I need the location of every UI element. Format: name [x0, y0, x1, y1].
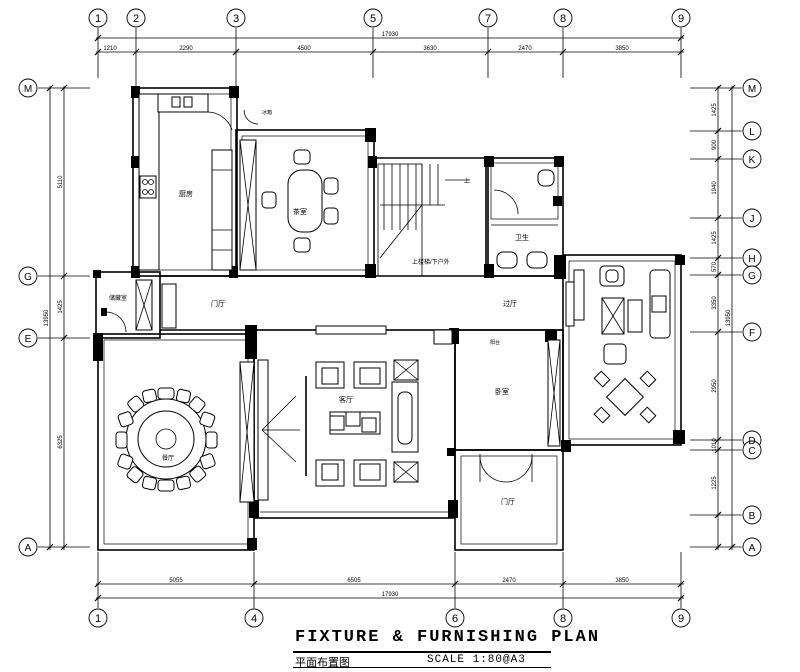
dim-bottom-3: 2470	[502, 578, 516, 584]
axis-top-1: 1	[95, 13, 101, 25]
axis-right-7: F	[749, 328, 755, 339]
dim-right-1: 1425	[712, 103, 718, 117]
room-label-entry: 门厅	[501, 497, 515, 506]
dim-left-outer: 13950	[44, 309, 50, 326]
dim-top-1: 1210	[103, 46, 117, 52]
dim-right-2: 900	[712, 139, 718, 150]
axis-top-7: 9	[678, 13, 684, 25]
dim-bottom-total: 17930	[382, 592, 399, 598]
axis-bottom-4: 8	[560, 613, 566, 625]
dim-right-9: 1225	[712, 476, 718, 490]
dim-right-5: 570	[712, 261, 718, 272]
plan-title: FIXTURE & FURNISHING PLAN	[295, 628, 601, 647]
axis-right-1: M	[748, 84, 756, 95]
room-labels: 厨房 茶室 储藏室 门厅 过厅 卫生 餐厅 客厅 卧室 门厅 上楼梯/下户外 上…	[109, 109, 529, 506]
dim-top-4: 3630	[423, 46, 437, 52]
dim-right-7: 2950	[712, 379, 718, 393]
axis-right-9: C	[748, 446, 755, 457]
plan-subtitle: 平面布置图	[295, 656, 350, 669]
axis-top-4: 5	[370, 13, 376, 25]
axis-right-8: D	[748, 436, 755, 447]
columns	[93, 86, 685, 550]
axis-bottom-2: 4	[251, 613, 257, 625]
axis-top-2: 2	[133, 13, 139, 25]
axis-right-6: G	[748, 271, 756, 282]
dim-left-3: 6325	[58, 435, 64, 449]
dim-bottom-4: 3850	[615, 578, 629, 584]
title-baseline	[293, 667, 551, 668]
title-underline	[293, 651, 551, 653]
axis-right-11: A	[749, 543, 756, 554]
axis-bottom-1: 1	[95, 613, 101, 625]
axis-right-3: K	[749, 155, 756, 166]
dim-right-4: 1425	[712, 231, 718, 245]
axis-left-3: E	[25, 334, 32, 345]
axis-bottom-3: 6	[452, 613, 458, 625]
axis-right-2: L	[749, 127, 755, 138]
dim-top-total: 17930	[382, 32, 399, 38]
plan-scale: SCALE 1:80@A3	[427, 654, 526, 666]
room-label-tea-room: 茶室	[293, 207, 307, 216]
dim-right-total: 13950	[726, 309, 732, 326]
stair-note: 上楼梯/下户外	[412, 258, 450, 266]
axis-left-4: A	[25, 543, 32, 554]
axis-left-2: G	[24, 272, 32, 283]
axis-right-5: H	[748, 254, 755, 265]
dim-top-3: 4500	[297, 46, 311, 52]
dimension-lines	[46, 34, 736, 602]
axis-top-5: 7	[485, 13, 491, 25]
room-label-dining: 餐厅	[162, 454, 174, 462]
small-label-balcony: 阳台	[490, 339, 500, 346]
dim-bottom-2: 6505	[347, 578, 361, 584]
stair-up-label: 上	[464, 177, 470, 185]
dim-top-6: 3850	[615, 46, 629, 52]
axis-bottom-5: 9	[678, 613, 684, 625]
room-label-corridor: 过厅	[503, 299, 517, 308]
furniture	[105, 93, 671, 503]
dim-right-6: 3350	[712, 296, 718, 310]
dim-left-2: 1425	[58, 300, 64, 314]
dim-left-1: 5110	[58, 175, 64, 189]
dim-top-5: 2470	[518, 46, 532, 52]
dim-right-3: 1940	[712, 181, 718, 195]
axis-bubbles: 1 2 3 5 7 8 9 1 4 6 8 9 M G E A M L K J …	[18, 8, 762, 628]
small-label-fridge: 冰箱	[262, 109, 272, 116]
axis-left-1: M	[24, 84, 32, 95]
dim-top-2: 2290	[179, 46, 193, 52]
room-label-foyer: 门厅	[211, 299, 225, 308]
dim-right-8: 1010	[712, 438, 718, 452]
axis-top-3: 3	[233, 13, 239, 25]
room-label-storage: 储藏室	[109, 294, 127, 302]
axis-right-10: B	[749, 511, 756, 522]
room-label-restroom: 卫生	[515, 233, 529, 242]
room-label-kitchen: 厨房	[179, 189, 193, 198]
room-label-bedroom: 卧室	[495, 387, 509, 396]
axis-right-4: J	[750, 214, 755, 225]
dimension-text: 1210 2290 4500 3630 2470 3850 17930 5055…	[44, 32, 732, 598]
dim-bottom-1: 5055	[169, 578, 183, 584]
room-label-living: 客厅	[339, 395, 353, 404]
axis-top-6: 8	[560, 13, 566, 25]
